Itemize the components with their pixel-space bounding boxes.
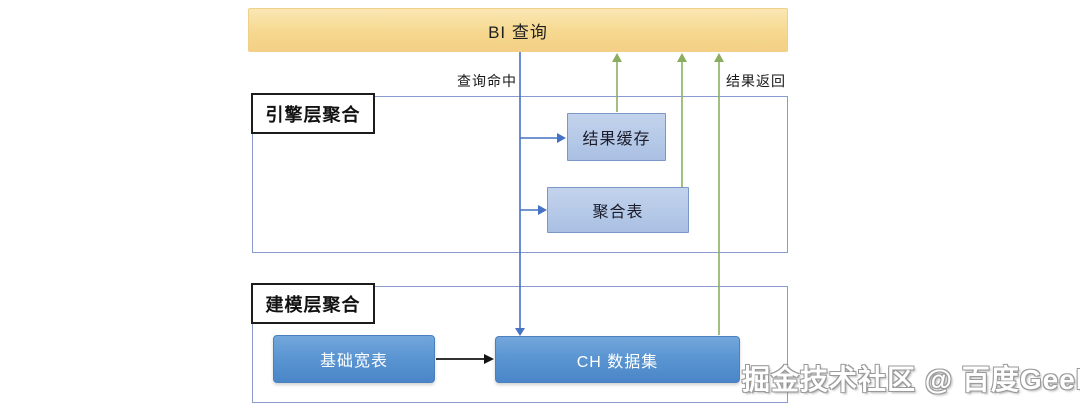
modeling-layer-title: 建模层聚合	[265, 294, 361, 315]
base-wide-table-label: 基础宽表	[319, 353, 388, 370]
return-flow-ch-dataset-arrowhead	[714, 53, 724, 62]
engine-layer-title: 引擎层聚合	[265, 104, 361, 125]
return-flow-result-cache-arrowhead	[612, 53, 622, 62]
bi-query-label: BI 查询	[488, 22, 548, 42]
aggregation-table-label: 聚合表	[592, 204, 644, 221]
query-hit-edge-label: 查询命中	[457, 73, 517, 89]
bi-query-node: BI 查询	[248, 8, 788, 52]
engine-layer-title-box: 引擎层聚合	[251, 93, 375, 134]
modeling-layer-title-box: 建模层聚合	[251, 283, 375, 324]
aggregation-table-node: 聚合表	[547, 187, 689, 233]
watermark-text: 掘金技术社区 @ 百度Geek说	[742, 364, 1080, 395]
ch-dataset-node: CH 数据集	[495, 336, 740, 383]
result-cache-node: 结果缓存	[567, 113, 666, 161]
base-wide-table-node: 基础宽表	[273, 335, 435, 383]
return-flow-agg-table-arrowhead	[677, 53, 687, 62]
result-return-edge-label: 结果返回	[726, 73, 786, 89]
ch-dataset-label: CH 数据集	[576, 353, 659, 371]
result-cache-label: 结果缓存	[582, 131, 651, 148]
